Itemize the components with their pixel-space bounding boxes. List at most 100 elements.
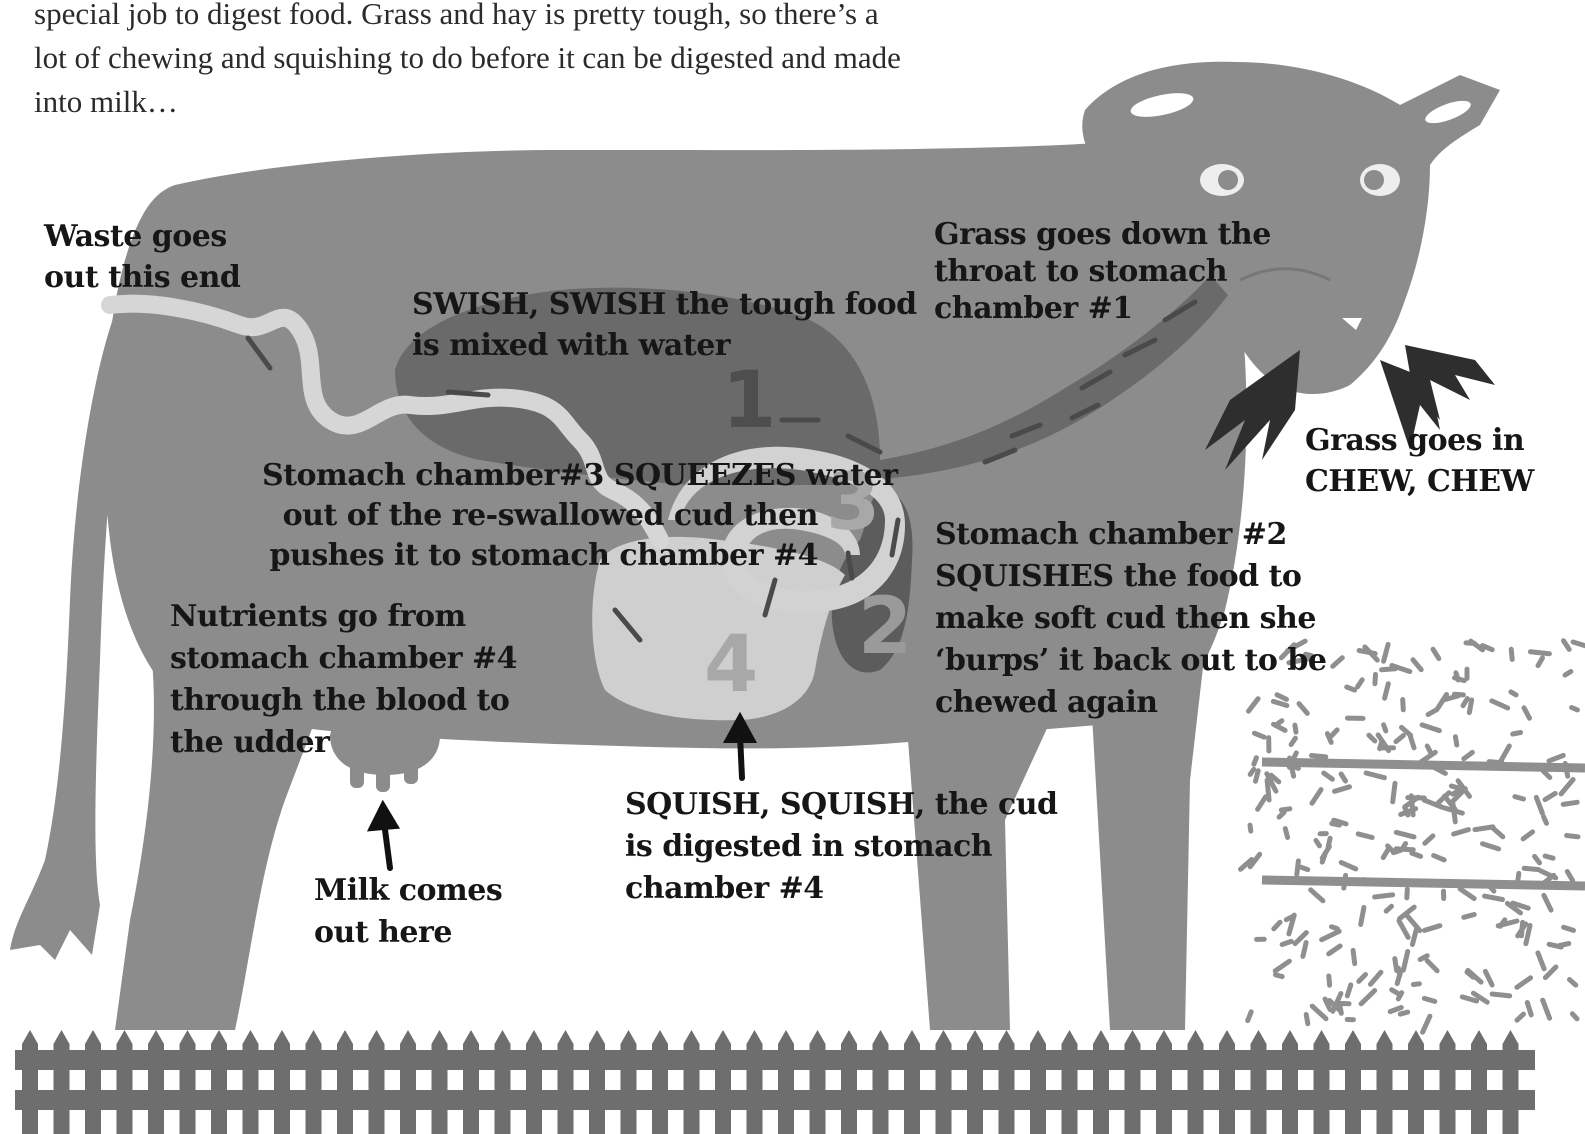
hay-straw: [1545, 856, 1553, 858]
fence-picket: [778, 1030, 794, 1134]
label-squish: SQUISH, SQUISH, the cud is digested in s…: [625, 784, 1058, 910]
fence-picket: [274, 1030, 290, 1134]
hay-straw: [1358, 834, 1372, 838]
hay-straw: [1563, 802, 1577, 804]
hay-straw: [1332, 927, 1338, 929]
fence-picket: [1503, 1030, 1519, 1134]
hay-straw: [1393, 783, 1395, 802]
hay-straw: [1364, 880, 1376, 884]
hay-straw: [1291, 738, 1295, 744]
hay-straw: [1295, 725, 1296, 732]
chamber-number-4: 4: [704, 626, 758, 704]
hay-straw: [1297, 861, 1299, 875]
fence-picket: [1219, 1030, 1235, 1134]
hay-straw: [1316, 841, 1320, 846]
hay-straw: [1511, 649, 1512, 659]
hay-straw: [1454, 694, 1463, 695]
hay-straw: [1285, 829, 1287, 838]
hay-straw: [1403, 700, 1404, 710]
hay-straw: [1475, 827, 1493, 830]
hay-straw: [1485, 896, 1503, 899]
fence-picket: [967, 1030, 983, 1134]
fence-picket: [810, 1030, 826, 1134]
hay-straw: [1400, 1012, 1407, 1014]
fence-picket: [589, 1030, 605, 1134]
hay-straw: [1248, 1012, 1252, 1021]
fence-picket: [621, 1030, 637, 1134]
hay-straw: [1340, 1005, 1342, 1013]
fence-picket: [1156, 1030, 1172, 1134]
hay-straw: [1515, 797, 1524, 799]
hay-straw: [1402, 844, 1406, 850]
hay-straw: [1464, 915, 1475, 918]
hay-straw: [1353, 950, 1355, 963]
label-line: SQUISHES the food to: [935, 556, 1326, 598]
label-line: pushes it to stomach chamber #4: [262, 536, 818, 576]
chamber-number-1: 1: [722, 362, 776, 440]
label-waste: Waste goes out this end: [44, 216, 240, 298]
fence-picket: [1345, 1030, 1361, 1134]
hay-straw: [1380, 743, 1382, 749]
hay-straw: [1382, 669, 1396, 670]
label-line: Nutrients go from: [170, 596, 517, 638]
hay-straw: [1453, 791, 1459, 795]
hay-straw: [1518, 873, 1519, 880]
hay-straw: [1407, 889, 1408, 898]
hay-straw: [1281, 809, 1290, 810]
hay-straw: [1375, 895, 1393, 897]
fence-picket: [1314, 1030, 1330, 1134]
fence-picket: [85, 1030, 101, 1134]
label-grass-in: Grass goes in CHEW, CHEW: [1305, 420, 1534, 502]
hay-straw: [1301, 867, 1308, 869]
hay-straw: [1492, 994, 1510, 996]
fence-picket: [1251, 1030, 1267, 1134]
hay-straw: [1256, 771, 1259, 781]
hay-straw: [1411, 796, 1413, 815]
label-line: Grass goes down the: [934, 216, 1271, 253]
picket-fence: [15, 1030, 1535, 1134]
intro-line: special job to digest food. Grass and ha…: [34, 0, 974, 36]
intro-line: lot of chewing and squishing to do befor…: [34, 36, 974, 80]
label-line: SWISH, SWISH the tough food: [412, 284, 917, 325]
hay-straw: [1267, 780, 1269, 800]
fence-picket: [526, 1030, 542, 1134]
hay-straw: [1567, 836, 1578, 837]
fence-picket: [999, 1030, 1015, 1134]
hay-straw: [1303, 943, 1306, 957]
label-line: make soft cud then she: [935, 598, 1326, 640]
fence-picket: [684, 1030, 700, 1134]
label-line: Waste goes: [44, 216, 240, 257]
label-line: chamber #1: [934, 290, 1271, 327]
hay-straw: [1282, 941, 1291, 944]
label-line: Grass goes in: [1305, 420, 1534, 461]
hay-straw: [1276, 975, 1283, 977]
hay-straw: [1424, 998, 1435, 1001]
hay-straw: [1513, 733, 1521, 735]
label-nutrients: Nutrients go from stomach chamber #4 thr…: [170, 596, 517, 764]
fence-picket: [1377, 1030, 1393, 1134]
hay-straw: [1344, 875, 1346, 888]
hay-straw: [1511, 692, 1516, 695]
fence-picket: [211, 1030, 227, 1134]
label-line: is mixed with water: [412, 325, 917, 366]
label-line: is digested in stomach: [625, 826, 1058, 868]
hay-straw: [1572, 708, 1578, 710]
label-line: through the blood to: [170, 680, 517, 722]
fence-picket: [1471, 1030, 1487, 1134]
hay-straw: [1565, 672, 1571, 676]
chamber-number-2: 2: [858, 588, 912, 666]
fence-picket: [369, 1030, 385, 1134]
hay-straw: [1279, 812, 1284, 817]
hay-straw: [1312, 756, 1326, 757]
fence-picket: [747, 1030, 763, 1134]
hay-straw: [1250, 825, 1251, 831]
label-line: out of the re-swallowed cud then: [262, 496, 818, 536]
fence-picket: [180, 1030, 196, 1134]
label-throat: Grass goes down the throat to stomach ch…: [934, 216, 1271, 327]
fence-picket: [1282, 1030, 1298, 1134]
intro-text: special job to digest food. Grass and ha…: [34, 0, 974, 124]
label-milk: Milk comes out here: [314, 870, 502, 954]
fence-picket: [904, 1030, 920, 1134]
fence-picket: [22, 1030, 38, 1134]
label-line: out here: [314, 912, 502, 954]
